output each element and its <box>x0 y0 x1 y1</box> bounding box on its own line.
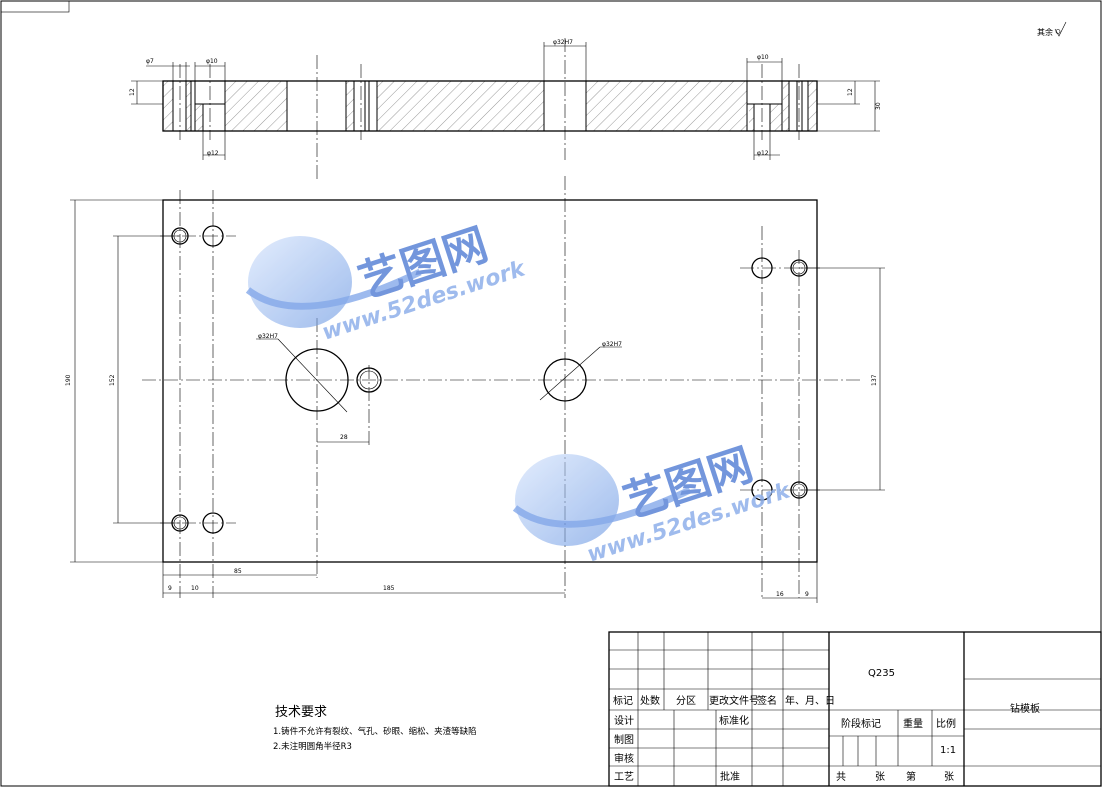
sheets-unit-1: 张 <box>875 771 885 783</box>
dim-phi32-plan-left: φ32H7 <box>258 333 278 340</box>
scale-value: 1:1 <box>940 745 956 756</box>
total-sheets-label: 共 <box>836 771 846 783</box>
corner-label-box <box>0 0 70 13</box>
scale-label: 比例 <box>936 717 956 730</box>
row-standard: 标准化 <box>719 714 749 727</box>
dim-phi10-right: φ10 <box>757 54 769 61</box>
dim-28: 28 <box>340 434 348 441</box>
plan-view <box>70 176 885 603</box>
tech-line-2: 2.未注明圆角半径R3 <box>273 741 352 752</box>
dim-h30: 30 <box>875 102 882 110</box>
stage-mark-label: 阶段标记 <box>841 717 881 730</box>
header-mark: 标记 <box>613 695 633 707</box>
dim-phi7: φ7 <box>146 58 154 65</box>
header-doc-no: 更改文件号 <box>709 694 759 707</box>
svg-text:其余: 其余 <box>1037 27 1053 37</box>
weight-label: 重量 <box>903 717 923 730</box>
row-approve: 批准 <box>720 770 740 783</box>
dim-phi12-right: φ12 <box>757 150 769 157</box>
dim-phi32-section: φ32H7 <box>553 39 573 46</box>
watermark-logo-2: 艺图网 www.52des.work <box>512 439 794 568</box>
row-review: 审核 <box>614 752 634 765</box>
dim-85: 85 <box>234 568 242 575</box>
watermark-logo: 艺图网 www.52des.work <box>245 219 529 346</box>
title-block <box>608 631 1102 787</box>
dim-phi32-plan-right: φ32H7 <box>602 341 622 348</box>
roughness-note: 其余 <box>1037 21 1067 37</box>
dim-185: 185 <box>383 585 395 592</box>
sheets-unit-2: 张 <box>944 771 954 783</box>
dim-9-right: 9 <box>805 591 809 598</box>
material-label: Q235 <box>868 668 895 679</box>
section-view <box>131 38 880 180</box>
header-sign: 签名 <box>757 694 777 707</box>
dim-phi12-left: φ12 <box>207 150 219 157</box>
sheet-no-label: 第 <box>906 770 916 783</box>
header-zone: 分区 <box>676 695 696 707</box>
dim-190: 190 <box>65 374 72 386</box>
tech-line-1: 1.铸件不允许有裂纹、气孔、砂眼、缩松、夹渣等缺陷 <box>273 726 477 737</box>
dim-152: 152 <box>109 374 116 386</box>
dim-h12-left: 12 <box>129 88 136 96</box>
dim-phi10-left: φ10 <box>206 58 218 65</box>
dim-16: 16 <box>776 591 784 598</box>
dim-137: 137 <box>871 374 878 386</box>
row-process: 工艺 <box>614 771 634 783</box>
dim-h12-right: 12 <box>847 88 854 96</box>
row-design: 设计 <box>614 714 634 727</box>
dim-9-left: 9 <box>168 585 172 592</box>
tech-title: 技术要求 <box>275 705 327 720</box>
part-name: 钻模板 <box>1010 702 1040 715</box>
header-date: 年、月、日 <box>785 694 835 707</box>
row-drawing: 制图 <box>614 733 634 746</box>
header-count: 处数 <box>640 694 660 707</box>
dim-10: 10 <box>191 585 199 592</box>
